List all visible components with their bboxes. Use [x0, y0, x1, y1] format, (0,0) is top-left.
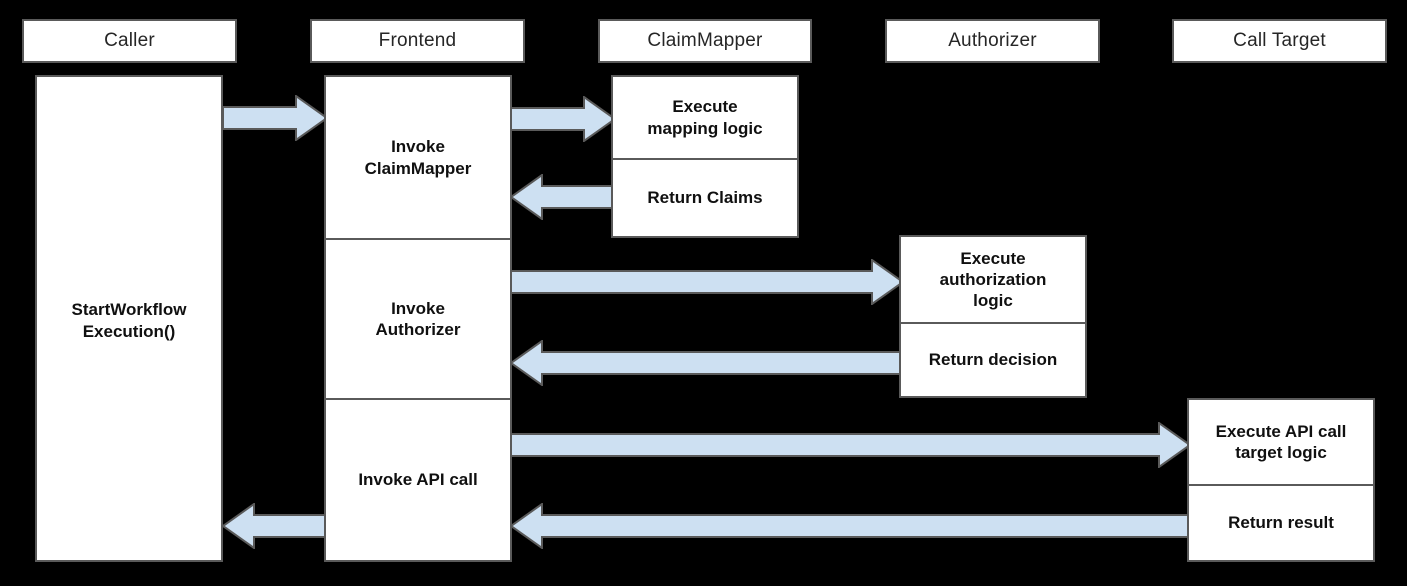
activation-segment-frontend-invoke-claimmapper: Invoke ClaimMapper: [364, 137, 472, 178]
lifeline-header-authorizer-label: Authorizer: [948, 29, 1037, 51]
activation-segment-frontend-invoke-api-call: Invoke API call: [326, 398, 510, 560]
message-arrow-authorizer-to-frontend: [510, 340, 904, 386]
message-arrow-caller-to-frontend: [222, 95, 328, 141]
message-arrow-frontend-to-calltarget: [510, 422, 1191, 468]
message-arrow-frontend-to-caller: [222, 503, 328, 549]
lifeline-header-calltarget-label: Call Target: [1233, 29, 1326, 51]
activation-box-claimmapper: Execute mapping logic Return Claims: [611, 75, 799, 238]
lifeline-header-frontend: Frontend: [310, 19, 525, 63]
lifeline-header-calltarget: Call Target: [1172, 19, 1387, 63]
message-arrow-calltarget-to-frontend: [510, 503, 1191, 549]
lifeline-header-caller: Caller: [22, 19, 237, 63]
lifeline-header-claimmapper-label: ClaimMapper: [647, 29, 763, 51]
activation-box-calltarget: Execute API call target logic Return res…: [1187, 398, 1375, 562]
message-arrow-claimmapper-to-frontend: [510, 174, 616, 220]
lifeline-header-frontend-label: Frontend: [378, 29, 457, 51]
lifeline-header-claimmapper: ClaimMapper: [598, 19, 812, 63]
activation-segment-caller-startworkflow: StartWorkflow Execution(): [71, 300, 187, 341]
activation-box-frontend: Invoke ClaimMapper Invoke Authorizer Inv…: [324, 75, 512, 562]
activation-box-caller: StartWorkflow Execution(): [35, 75, 223, 562]
lifeline-header-caller-label: Caller: [104, 29, 155, 51]
activation-segment-claimmapper-execute-mapping-logic: Execute mapping logic: [647, 97, 763, 138]
activation-segment-authorizer-return-decision: Return decision: [901, 322, 1085, 396]
lifeline-header-authorizer: Authorizer: [885, 19, 1100, 63]
activation-segment-claimmapper-return-claims: Return Claims: [613, 158, 797, 236]
activation-segment-frontend-invoke-authorizer: Invoke Authorizer: [326, 238, 510, 398]
activation-box-authorizer: Execute authorization logic Return decis…: [899, 235, 1087, 398]
activation-segment-authorizer-execute-authorization-logic: Execute authorization logic: [939, 248, 1047, 311]
activation-segment-calltarget-execute-api-call-target-logic: Execute API call target logic: [1215, 421, 1347, 462]
message-arrow-frontend-to-claimmapper: [510, 96, 616, 142]
message-arrow-frontend-to-authorizer: [510, 259, 904, 305]
activation-segment-calltarget-return-result: Return result: [1189, 484, 1373, 560]
